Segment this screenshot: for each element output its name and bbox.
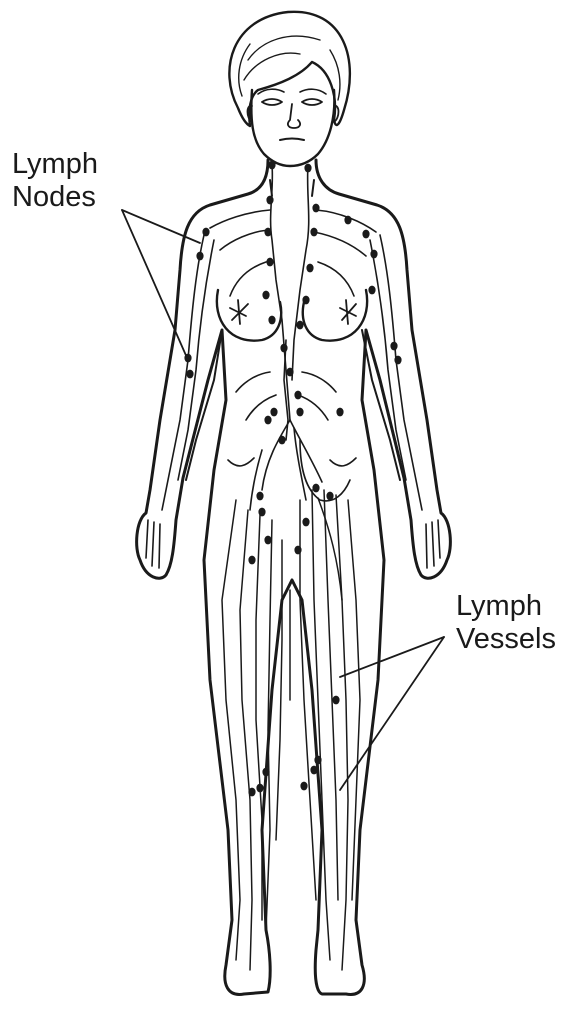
mouth xyxy=(280,139,304,141)
vessels-pointer-upper xyxy=(340,637,444,677)
left-hand-fingers xyxy=(146,520,160,568)
lymph-node xyxy=(196,252,203,261)
lymph-vessels-upper xyxy=(162,165,422,510)
left-breast xyxy=(217,290,281,341)
lymph-node xyxy=(202,228,209,237)
lymph-node xyxy=(302,296,309,305)
lymph-node xyxy=(296,321,303,330)
lymph-node xyxy=(184,354,191,363)
lymph-node xyxy=(248,556,255,565)
lymph-node xyxy=(256,492,263,501)
right-inner-arm xyxy=(362,330,400,480)
right-breast xyxy=(303,290,367,341)
nose xyxy=(288,104,300,128)
lymph-node xyxy=(268,161,275,170)
lymph-node xyxy=(270,408,277,417)
lymph-node xyxy=(300,782,307,791)
lymph-node xyxy=(332,696,339,705)
lymph-node xyxy=(264,416,271,425)
vessels-pointer-lower xyxy=(340,637,444,790)
lymph-node xyxy=(296,408,303,417)
lymph-node xyxy=(256,784,263,793)
lymph-node xyxy=(266,258,273,267)
lymph-vessels-pelvis xyxy=(250,420,350,510)
lymph-node xyxy=(264,536,271,545)
lymph-node xyxy=(294,546,301,555)
lymph-node xyxy=(302,518,309,527)
pointer-lines xyxy=(122,210,444,790)
lymph-node xyxy=(310,766,317,775)
head xyxy=(229,12,350,166)
lymph-node xyxy=(304,164,311,173)
neck-line-right xyxy=(312,180,314,196)
lymph-node xyxy=(312,484,319,493)
lymph-node xyxy=(278,436,285,445)
lymph-node xyxy=(310,228,317,237)
lymph-node xyxy=(312,204,319,213)
lymph-node xyxy=(266,196,273,205)
lymph-node xyxy=(344,216,351,225)
lymph-node xyxy=(394,356,401,365)
lymph-node xyxy=(186,370,193,379)
right-nipple xyxy=(340,300,356,324)
lymph-node xyxy=(262,291,269,300)
lymph-node xyxy=(248,788,255,797)
right-eye xyxy=(302,99,322,105)
lymph-node xyxy=(264,228,271,237)
lymph-node xyxy=(370,250,377,259)
lymph-node xyxy=(258,508,265,517)
lymph-vessels-legs xyxy=(222,490,360,970)
lymph-node xyxy=(362,230,369,239)
left-nipple xyxy=(230,300,248,324)
lymph-node xyxy=(390,342,397,351)
lymph-node xyxy=(306,264,313,273)
lymph-node xyxy=(262,768,269,777)
lymph-node xyxy=(286,368,293,377)
lymph-node xyxy=(336,408,343,417)
right-hand-fingers xyxy=(426,520,440,568)
left-eye xyxy=(262,99,282,105)
lymph-node xyxy=(294,391,301,400)
lymph-node xyxy=(314,756,321,765)
lymph-node xyxy=(280,344,287,353)
right-eyebrow xyxy=(300,89,326,94)
lymph-node xyxy=(268,316,275,325)
hair-strands xyxy=(239,36,340,100)
lymph-node xyxy=(326,492,333,501)
lymph-node xyxy=(368,286,375,295)
lymph-nodes xyxy=(184,161,401,797)
body-outline xyxy=(137,160,451,994)
